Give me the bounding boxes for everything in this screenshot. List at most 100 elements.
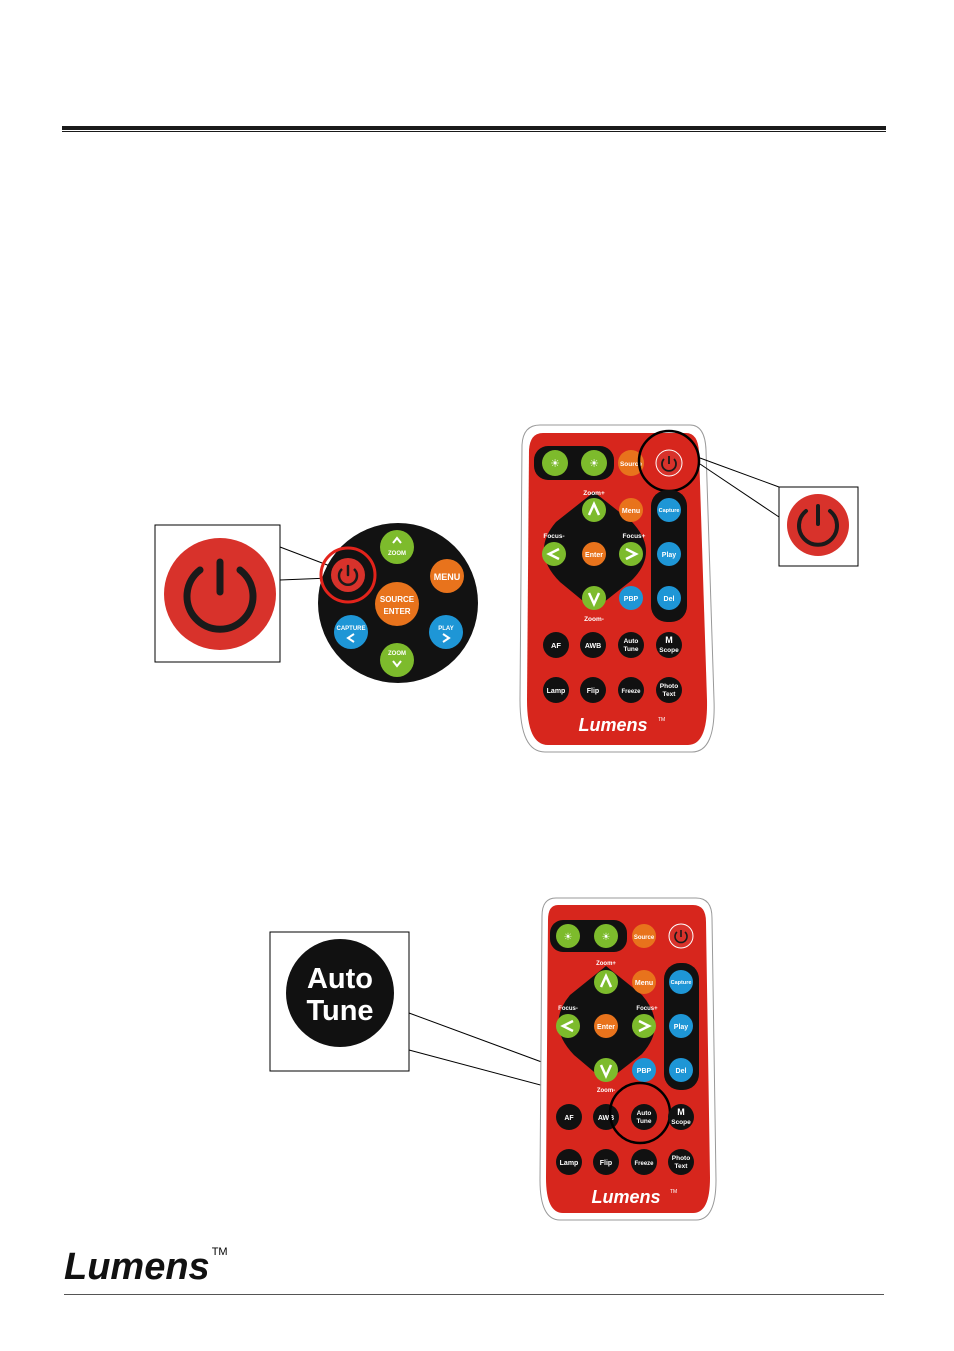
power-icon [164,538,276,650]
keypad-capture-label: CAPTURE [336,626,365,632]
keypad-zoom-up-label: ZOOM [388,551,406,557]
remote-zoom-up-button[interactable] [582,498,606,522]
remote-enter-label: Enter [585,552,603,559]
remote-del-label: Del [664,596,675,603]
remote-brand-logo: Lumens [591,1187,660,1207]
figure-power: ZOOM MENU SOURCE ENTER CAPTURE PLAY ZOOM… [154,424,859,753]
remote-mscope-label-1: M [677,1107,685,1117]
remote-enter-label: Enter [597,1024,615,1031]
brightness-up-button[interactable] [594,924,618,948]
remote-af-button[interactable] [543,632,569,658]
remote-pbp-button[interactable] [619,586,643,610]
remote-menu-label: Menu [635,980,653,987]
remote-lamp-button[interactable] [556,1149,582,1175]
remote-focus-plus-button[interactable] [632,1014,656,1038]
remote-zoom-up-button[interactable] [594,970,618,994]
remote-focus-minus-button[interactable] [556,1014,580,1038]
footer-brand: Lumens [64,1246,210,1288]
remote-zoom-plus-label: Zoom+ [596,961,616,967]
remote-pbp-button[interactable] [632,1058,656,1082]
remote-menu-label: Menu [622,508,640,515]
callout-tune-label: Tune [306,995,373,1027]
remote-flip-button[interactable] [593,1149,619,1175]
remote-photo-text-label-1: Photo [672,1155,690,1162]
round-keypad: ZOOM MENU SOURCE ENTER CAPTURE PLAY ZOOM [318,523,478,683]
keypad-menu-label: MENU [434,572,461,582]
keypad-play-label: PLAY [438,626,453,632]
remote-auto-tune-button[interactable] [631,1104,657,1130]
remote-source-button[interactable] [632,924,656,948]
remote-focus-minus-label: Focus- [543,533,564,540]
remote-photo-text-label-2: Text [663,691,677,698]
remote-mscope-label-2: Scope [659,647,679,654]
remote-play-button[interactable] [657,542,681,566]
remote-control-1: ☀ ☀ Source Zoom+ Menu Capture Focus- Foc… [519,424,715,753]
header-rule [62,126,886,130]
remote-zoom-down-button[interactable] [594,1058,618,1082]
remote-freeze-button[interactable] [618,677,644,703]
keypad-menu-button[interactable] [430,559,464,593]
remote-del-button[interactable] [669,1058,693,1082]
sun-icon: ☀ [602,932,611,943]
remote-menu-button[interactable] [632,970,656,994]
footer-tm: TM [211,1245,228,1258]
remote-pbp-label: PBP [624,596,639,603]
brightness-down-button[interactable] [542,450,568,476]
remote-lamp-button[interactable] [543,677,569,703]
keypad-source-enter-button[interactable] [375,582,419,626]
remote-enter-button[interactable] [594,1014,618,1038]
remote-freeze-label: Freeze [621,689,641,695]
power-icon [787,494,849,556]
remote-photo-text-button[interactable] [668,1149,694,1175]
remote-play-label: Play [674,1024,689,1031]
remote-focus-minus-button[interactable] [542,542,566,566]
remote-focus-minus-label: Focus- [558,1006,578,1012]
remote-capture-button[interactable] [657,498,681,522]
remote-focus-plus-button[interactable] [619,542,643,566]
remote-auto-tune-button[interactable] [618,632,644,658]
keypad-capture-button[interactable] [334,615,368,649]
remote-focus-plus-label: Focus+ [623,533,646,540]
remote-auto-tune-label-2: Tune [623,646,638,653]
keypad-zoom-down-label: ZOOM [388,651,406,657]
figure-auto-tune: Auto Tune ☀ ☀ Source Zoom+ Menu Capture … [269,897,717,1221]
remote-zoom-minus-label: Zoom- [584,616,604,623]
auto-tune-enlarged-button [286,939,394,1047]
remote-source-label: Source [620,461,642,468]
brightness-up-button[interactable] [581,450,607,476]
remote-brand-tm: TM [670,1189,677,1195]
remote-photo-text-label-2: Text [675,1163,689,1170]
remote-af-button[interactable] [556,1104,582,1130]
keypad-zoom-up-button[interactable] [380,530,414,564]
brightness-down-button[interactable] [556,924,580,948]
remote-photo-text-label-1: Photo [660,683,678,690]
remote-brand-logo: Lumens [578,715,647,735]
remote-freeze-button[interactable] [631,1149,657,1175]
remote-zoom-down-button[interactable] [582,586,606,610]
keypad-enter-label: ENTER [383,607,410,616]
remote-flip-button[interactable] [580,677,606,703]
remote-play-button[interactable] [669,1014,693,1038]
remote-mscope-label-2: Scope [671,1119,691,1126]
remote-control-2: ☀ ☀ Source Zoom+ Menu Capture Focus- Foc… [539,897,717,1221]
sun-icon: ☀ [550,458,560,470]
remote-photo-text-button[interactable] [656,677,682,703]
footer-rule [64,1294,884,1295]
remote-mscope-button[interactable] [668,1104,694,1130]
remote-capture-button[interactable] [669,970,693,994]
remote-menu-button[interactable] [619,498,643,522]
remote-awb-button[interactable] [580,632,606,658]
remote-source-button[interactable] [618,450,644,476]
remote-del-button[interactable] [657,586,681,610]
keypad-zoom-down-button[interactable] [380,643,414,677]
keypad-play-button[interactable] [429,615,463,649]
header-rule-thin [62,131,886,132]
remote-mscope-button[interactable] [656,632,682,658]
remote-focus-plus-label: Focus+ [636,1006,658,1012]
remote-lamp-label: Lamp [547,688,566,695]
remote-enter-button[interactable] [582,542,606,566]
remote-lamp-label: Lamp [560,1160,579,1167]
remote-awb-label: AWB [598,1115,614,1122]
remote-flip-label: Flip [600,1160,612,1167]
